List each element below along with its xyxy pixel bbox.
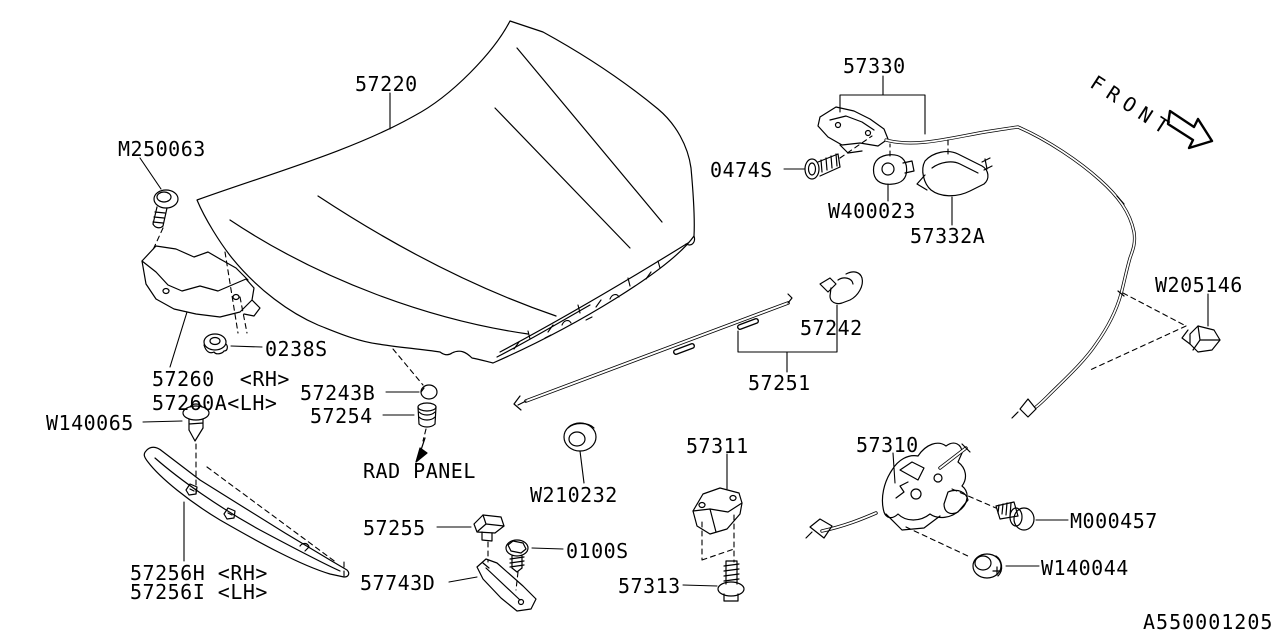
- hood-release-cable-drawing: [884, 125, 1137, 419]
- annotation-rad-panel: RAD PANEL: [363, 459, 476, 483]
- part-label-57255: 57255: [363, 516, 426, 540]
- part-label-0100s: 0100S: [566, 539, 629, 563]
- part-label-57243b: 57243B: [300, 381, 376, 405]
- bolt-m250063-drawing: [152, 189, 179, 229]
- part-label-0474s: 0474S: [710, 158, 773, 182]
- bolt-57313-drawing: [717, 560, 745, 602]
- front-strip-57256-drawing: [143, 446, 350, 578]
- grommet-57254-drawing: [417, 402, 437, 428]
- part-label-57254: 57254: [310, 404, 373, 428]
- diagram-id-code: A550001205: [1143, 610, 1274, 634]
- part-label-57311: 57311: [686, 434, 749, 458]
- screw-0100s-drawing: [505, 539, 529, 573]
- part-label-57330: 57330: [843, 54, 906, 78]
- part-label-m250063: M250063: [118, 137, 206, 161]
- rad-panel-arrow: [415, 437, 428, 463]
- part-label-w140044: W140044: [1041, 556, 1129, 580]
- part-label-57260-rh: 57260 <RH>: [152, 367, 290, 391]
- hood-hinge-left-drawing: [141, 245, 261, 318]
- bracket-57311-drawing: [692, 487, 743, 535]
- part-label-57310: 57310: [856, 433, 919, 457]
- part-label-57313: 57313: [618, 574, 681, 598]
- leader-lines: [139, 75, 1209, 587]
- grommet-57243b-drawing: [420, 384, 438, 400]
- part-label-w400023: W400023: [828, 199, 916, 223]
- bolt-m000457-drawing: [995, 501, 1035, 531]
- part-label-57332a: 57332A: [910, 224, 986, 248]
- bracket-57743d-drawing: [476, 558, 537, 612]
- stay-rod-57251-drawing: [513, 293, 793, 411]
- clip-w140044-drawing: [972, 553, 1003, 579]
- part-label-57251: 57251: [748, 371, 811, 395]
- hood-latch-57310-drawing: [805, 442, 971, 539]
- part-label-w205146: W205146: [1155, 273, 1243, 297]
- part-label-m000457: M000457: [1070, 509, 1158, 533]
- clip-57242-drawing: [819, 271, 863, 305]
- grommet-w400023-drawing: [872, 154, 915, 185]
- part-label-0238s: 0238S: [265, 337, 328, 361]
- clip-w205146-drawing: [1181, 325, 1221, 353]
- hood-hinge-right-drawing: [817, 106, 889, 154]
- part-label-57220: 57220: [355, 72, 418, 96]
- stay-holder-57332a-drawing: [916, 151, 993, 197]
- part-label-57242: 57242: [800, 316, 863, 340]
- front-direction-arrow: [1166, 109, 1214, 150]
- part-label-w210232: W210232: [530, 483, 618, 507]
- clip-57255-drawing: [473, 514, 505, 542]
- hood-panel-drawing: [196, 20, 696, 364]
- part-label-w140065: W140065: [46, 411, 134, 435]
- nut-0238s-drawing: [203, 333, 228, 355]
- clip-w140065-drawing: [182, 403, 210, 442]
- bolt-0474s-drawing: [804, 153, 841, 180]
- part-label-57256i-lh: 57256I <LH>: [130, 580, 268, 604]
- part-label-57256h-rh: 57256H <RH>: [130, 561, 268, 585]
- dashed-lines: [151, 135, 1187, 591]
- grommet-w210232-drawing: [563, 422, 597, 452]
- part-label-57743d: 57743D: [360, 571, 436, 595]
- part-label-57260a-lh: 57260A<LH>: [152, 391, 278, 415]
